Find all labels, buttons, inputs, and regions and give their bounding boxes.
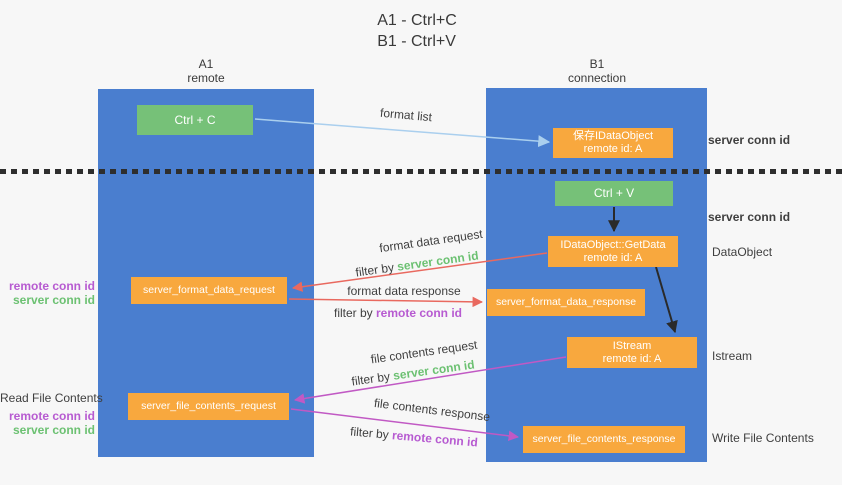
node-ctrl-c: Ctrl + C [137,105,253,135]
diagram-title: A1 - Ctrl+C B1 - Ctrl+V [377,10,457,52]
edge-label-filter-by-remote-conn-id-2: filter by remote conn id [350,424,479,449]
node-idataobject-getdata: IDataObject::GetData remote id: A [548,236,678,267]
node-ctrl-c-label: Ctrl + C [174,112,216,127]
phase-divider-dotted-line [0,169,842,174]
edge-label-format-data-response: format data response [347,284,461,298]
side-label-istream: Istream [712,349,753,363]
lane-a1-name: A1 [198,57,214,71]
server-conn-id-text: server conn id [396,248,480,274]
lane-header-a1: A1 remote [187,57,224,85]
filter-by-text: filter by [354,259,399,280]
node-server-file-contents-response: server_file_contents_response [523,426,685,453]
filter-by-text: filter by [333,306,376,320]
edge-label-filter-by-server-conn-id-2: filter by server conn id [351,357,476,388]
title-line-2: B1 - Ctrl+V [377,33,456,50]
edge-label-filter-by-server-conn-id-1: filter by server conn id [355,248,480,279]
node-save-idataobject: 保存IDataObject remote id: A [553,128,673,158]
edge-label-format-list: format list [379,105,433,125]
server-conn-id-label: server conn id [12,423,95,437]
node-save-idataobject-line2: remote id: A [583,143,643,155]
filter-by-text: filter by [349,424,393,443]
node-format-request-label: server_format_data_request [143,284,275,296]
node-istream: IStream remote id: A [567,337,697,368]
server-conn-id-label: server conn id [12,293,95,307]
node-save-idataobject-line1: 保存IDataObject [572,130,654,142]
title-line-1: A1 - Ctrl+C [377,12,457,29]
node-getdata-line2: remote id: A [583,251,643,264]
side-label-server-conn-id-top: server conn id [708,133,791,147]
lane-header-b1: B1 connection [568,57,626,85]
side-label-server-conn-id-mid: server conn id [708,210,791,224]
lane-b1-name: B1 [589,57,605,71]
node-server-format-data-response: server_format_data_response [487,289,645,316]
lane-a1-role: remote [187,71,225,85]
side-label-file-conn-ids: remote conn id server conn id [0,409,95,437]
side-label-dataobject: DataObject [712,245,773,259]
remote-conn-id-text: remote conn id [376,306,463,320]
node-format-response-label: server_format_data_response [495,296,637,308]
edge-label-filter-by-remote-conn-id-1: filter by remote conn id [334,306,462,320]
node-ctrl-v-label: Ctrl + V [593,186,635,200]
node-file-response-label: server_file_contents_response [532,433,676,445]
node-server-format-data-request: server_format_data_request [131,277,287,304]
node-server-file-contents-request: server_file_contents_request [128,393,289,420]
remote-conn-id-label: remote conn id [8,409,95,423]
node-file-request-label: server_file_contents_request [141,400,276,412]
node-istream-line2: remote id: A [602,352,662,365]
lane-b1-role: connection [567,71,627,85]
side-label-read-file-contents: Read File Contents [0,391,103,405]
remote-conn-id-label: remote conn id [8,279,95,293]
node-ctrl-v: Ctrl + V [555,181,673,206]
node-getdata-line1: IDataObject::GetData [560,238,666,251]
edge-label-file-contents-response: file contents response [373,395,491,425]
remote-conn-id-text: remote conn id [391,428,479,450]
node-istream-line1: IStream [612,339,652,352]
side-label-format-conn-ids: remote conn id server conn id [0,279,95,307]
side-label-write-file-contents: Write File Contents [712,431,814,445]
arrow-format-data-response [288,296,484,308]
filter-by-text: filter by [350,368,395,389]
